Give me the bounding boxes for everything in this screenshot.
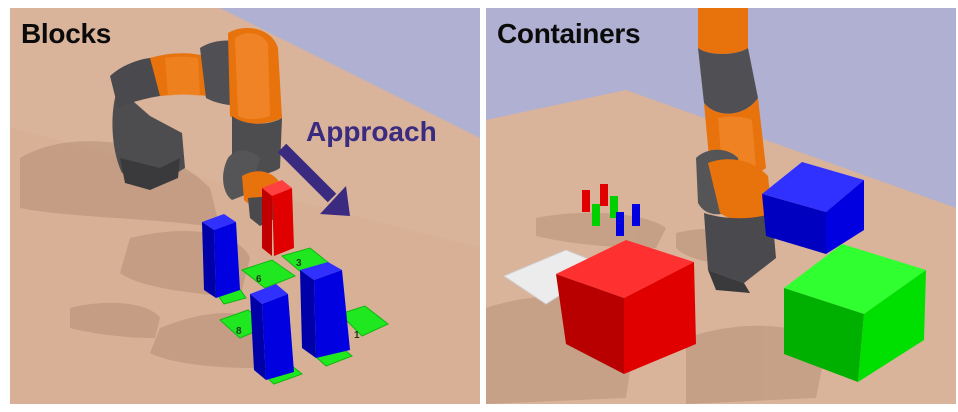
blue-block-center <box>250 284 294 380</box>
panel-title: Containers <box>497 18 641 49</box>
small-blocks <box>582 184 640 236</box>
containers-panel: Containers <box>486 8 956 404</box>
pad-label: 8 <box>236 326 242 337</box>
containers-scene <box>486 8 956 404</box>
pad-label: 3 <box>296 258 302 269</box>
pad-label: 1 <box>354 330 360 341</box>
blocks-panel: Blocks Approach 6 3 8 1 <box>10 8 480 404</box>
green-container <box>784 244 926 382</box>
robot-arm <box>110 28 282 226</box>
approach-arrow <box>277 143 350 216</box>
blue-container <box>762 162 864 254</box>
red-block <box>262 180 294 256</box>
blue-block-left <box>202 214 240 298</box>
approach-label: Approach <box>306 116 437 147</box>
pad-label: 6 <box>256 274 262 285</box>
panel-title: Blocks <box>21 18 112 49</box>
blue-block-right <box>300 262 350 358</box>
red-container <box>556 240 696 374</box>
robot-arm <box>696 8 776 293</box>
blocks-scene <box>10 8 480 404</box>
